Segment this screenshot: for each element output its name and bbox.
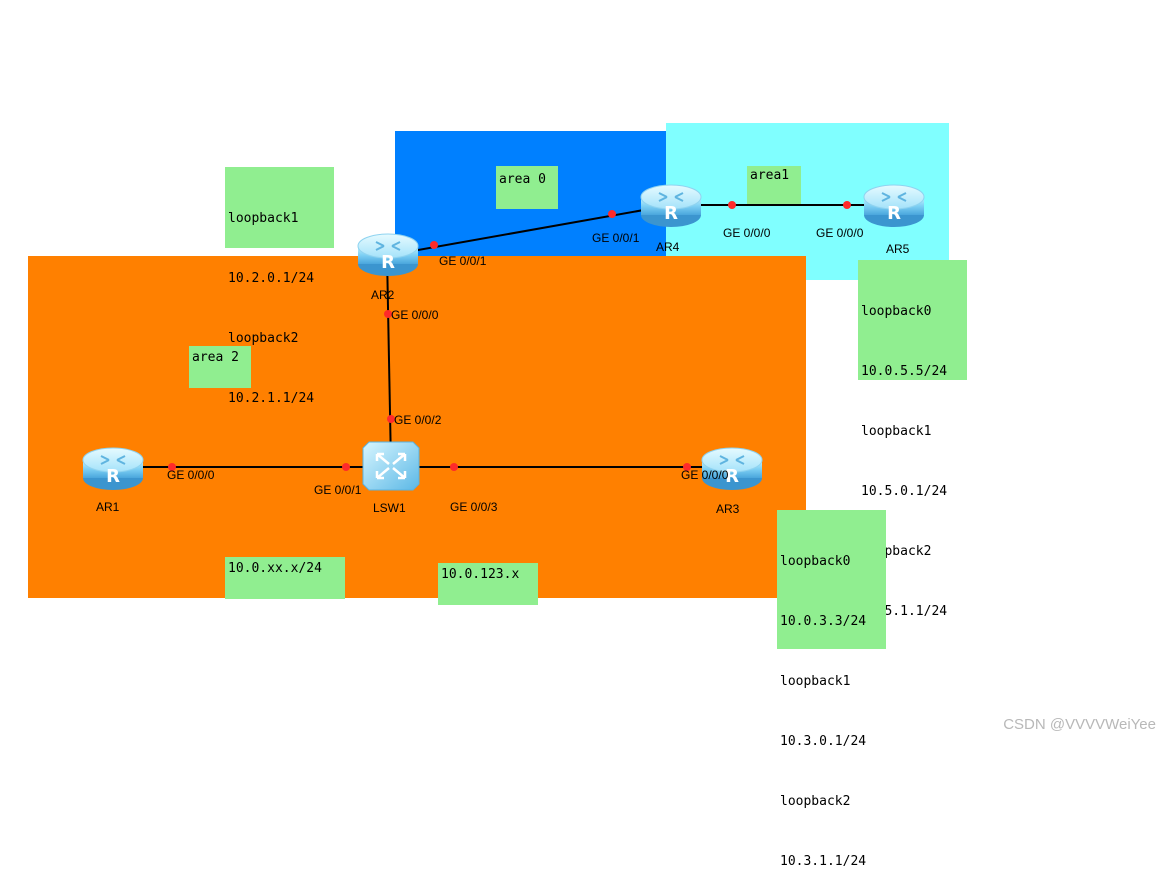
router-icon-ar2 bbox=[357, 233, 419, 277]
switch-icon-lsw1 bbox=[362, 441, 420, 491]
port-label-ar2-ge001: GE 0/0/1 bbox=[439, 254, 487, 268]
port-label-ar4-ge000: GE 0/0/0 bbox=[723, 226, 771, 240]
router-icon-ar4 bbox=[640, 184, 702, 228]
port-label-ar2-ge000: GE 0/0/0 bbox=[391, 308, 439, 322]
device-name-ar1: AR1 bbox=[96, 500, 120, 514]
port-label-lsw1-ge001: GE 0/0/1 bbox=[314, 483, 362, 497]
watermark: CSDN @VVVVWeiYee bbox=[1003, 716, 1156, 733]
ar5-loopback-note: loopback0 10.0.5.5/24 loopback1 10.5.0.1… bbox=[858, 260, 967, 619]
device-name-ar2: AR2 bbox=[371, 288, 395, 302]
area0-label: area 0 bbox=[496, 166, 558, 209]
port-label-lsw1-ge003: GE 0/0/3 bbox=[450, 500, 498, 514]
ar3-loopback-note: loopback0 10.0.3.3/24 loopback1 10.3.0.1… bbox=[777, 510, 886, 869]
area2-region bbox=[28, 256, 806, 598]
port-dot-ar4-ge000 bbox=[728, 201, 736, 209]
port-label-ar4-ge001: GE 0/0/1 bbox=[592, 231, 640, 245]
device-name-ar3: AR3 bbox=[716, 502, 740, 516]
port-dot-ar1-ge000 bbox=[168, 463, 176, 471]
port-label-ar5-ge000: GE 0/0/0 bbox=[816, 226, 864, 240]
router-icon-ar1 bbox=[82, 447, 144, 491]
port-dot-lsw1-ge003 bbox=[450, 463, 458, 471]
link-ar2-lsw1 bbox=[386, 254, 392, 466]
port-dot-lsw1-ge002 bbox=[387, 415, 395, 423]
port-dot-ar4-ge001 bbox=[608, 210, 616, 218]
port-dot-ar2-ge001 bbox=[430, 241, 438, 249]
port-dot-ar3-ge000 bbox=[683, 463, 691, 471]
port-label-ar1-ge000: GE 0/0/0 bbox=[167, 468, 215, 482]
port-dot-ar5-ge000 bbox=[843, 201, 851, 209]
area1-label: area1 bbox=[747, 166, 801, 204]
device-name-ar5: AR5 bbox=[886, 242, 910, 256]
subnet-lan-note: 10.0.123.x bbox=[438, 563, 538, 605]
port-label-ar3-ge000: GE 0/0/0 bbox=[681, 468, 729, 482]
link-layer: R bbox=[82, 184, 925, 491]
port-label-lsw1-ge002: GE 0/0/2 bbox=[394, 413, 442, 427]
area2-label: area 2 bbox=[189, 346, 251, 388]
subnet-ar1-note: 10.0.xx.x/24 bbox=[225, 557, 345, 599]
router-icon-ar5 bbox=[863, 184, 925, 228]
port-dot-lsw1-ge001 bbox=[342, 463, 350, 471]
ar2-loopback-note: loopback1 10.2.0.1/24 loopback2 10.2.1.1… bbox=[225, 167, 334, 406]
device-name-ar4: AR4 bbox=[656, 240, 680, 254]
device-name-lsw1: LSW1 bbox=[373, 501, 406, 515]
port-dot-ar2-ge000 bbox=[384, 310, 392, 318]
